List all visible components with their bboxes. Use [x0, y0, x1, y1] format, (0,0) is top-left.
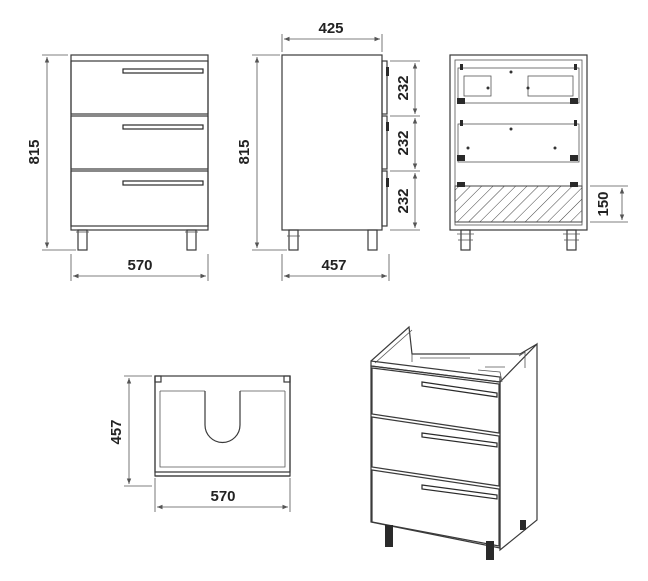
back-view: 150: [449, 54, 628, 251]
side-drawer-1-label: 232: [395, 75, 412, 100]
iso-handle-3: [421, 484, 498, 500]
back-hatch-label: 150: [595, 191, 612, 216]
back-hatched-area: [454, 185, 583, 223]
side-drawer-front-1: [381, 60, 388, 115]
side-cabinet-body: [281, 54, 383, 231]
side-handle-1: [386, 67, 389, 76]
iso-front-face: [370, 365, 501, 549]
top-siphon-cutout: [204, 391, 241, 444]
front-drawer-1: [70, 60, 209, 115]
front-cabinet-body: [70, 54, 209, 231]
front-leg-left: [77, 229, 88, 251]
iso-side-panel: [499, 342, 538, 552]
side-view: 425 815 232 232 232 457: [236, 20, 420, 281]
top-depth-label: 457: [108, 419, 125, 444]
top-width-label: 570: [210, 488, 235, 505]
isometric-view: [370, 325, 538, 560]
side-leg-back: [288, 229, 299, 251]
side-drawer-front-2: [381, 115, 388, 170]
back-cabinet-body: [449, 54, 588, 231]
front-leg-right: [186, 229, 197, 251]
side-drawer-3-label: 232: [395, 188, 412, 213]
front-handle-3: [122, 180, 204, 186]
iso-handle-1: [421, 381, 498, 398]
front-drawer-3: [70, 170, 209, 227]
side-height-label: 815: [236, 139, 253, 164]
iso-leg-front-left: [385, 525, 393, 547]
side-handle-2: [386, 122, 389, 131]
front-view: 815 570: [26, 54, 209, 281]
iso-drawer-1: [371, 367, 500, 434]
iso-handle-2: [421, 432, 498, 448]
side-handle-3: [386, 178, 389, 187]
back-drawer-box-1: [457, 67, 580, 104]
side-depth-top-label: 425: [318, 20, 343, 37]
side-leg-front: [367, 229, 378, 251]
front-width-label: 570: [127, 257, 152, 274]
iso-leg-front-right: [486, 541, 494, 560]
top-view: 457 570: [108, 375, 291, 512]
front-height-label: 815: [26, 139, 43, 164]
front-handle-2: [122, 124, 204, 130]
back-drawer-box-2: [457, 123, 580, 163]
side-depth-bottom-label: 457: [321, 257, 346, 274]
front-handle-1: [122, 68, 204, 74]
iso-drawer-2: [371, 416, 500, 487]
iso-leg-back-right: [520, 520, 526, 530]
side-drawer-front-3: [381, 170, 388, 227]
side-drawer-2-label: 232: [395, 130, 412, 155]
iso-drawer-3: [371, 469, 500, 547]
front-drawer-2: [70, 115, 209, 170]
